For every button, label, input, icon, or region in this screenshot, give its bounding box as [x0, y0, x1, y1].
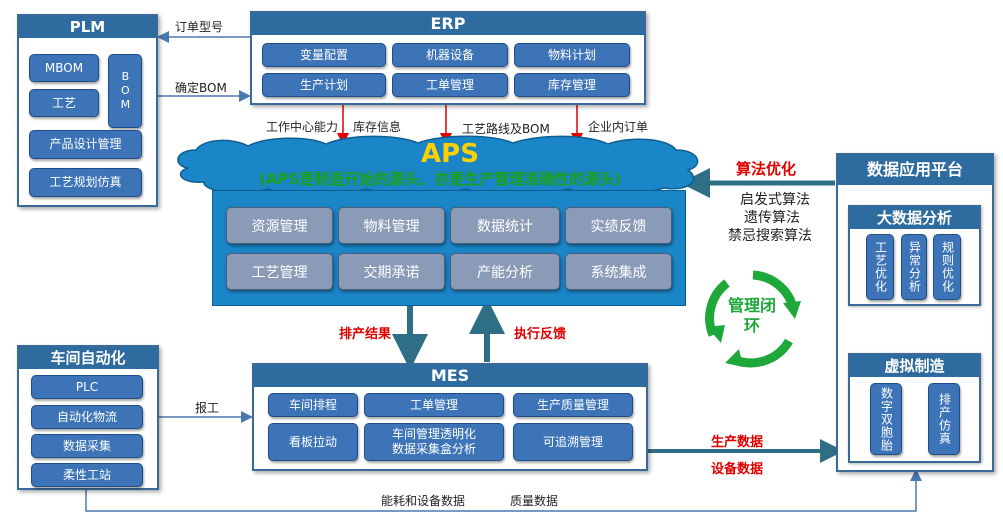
bigdata-box: 大数据分析 工艺优化 异常分析 规则优化	[848, 205, 981, 306]
mes-item-5[interactable]: 可追溯管理	[513, 423, 633, 461]
plm-mbom[interactable]: MBOM	[29, 54, 99, 82]
mes-item-0[interactable]: 车间排程	[268, 393, 358, 417]
plm-sim[interactable]: 工艺规划仿真	[29, 168, 142, 197]
label-order-model: 订单型号	[175, 20, 224, 34]
label-exec-feedback: 执行反馈	[514, 327, 567, 342]
label-routing: 工艺路线及BOM	[462, 122, 550, 136]
label-equip-data: 设备数据	[711, 462, 764, 477]
workshop-item-2[interactable]: 数据采集	[31, 434, 143, 458]
erp-title: ERP	[252, 13, 644, 35]
label-algo-opt: 算法优化	[736, 160, 797, 178]
aps-item-5[interactable]: 交期承诺	[338, 253, 445, 290]
erp-item-4[interactable]: 工单管理	[392, 73, 508, 97]
mes-item-4[interactable]: 车间管理透明化 数据采集盒分析	[364, 423, 504, 461]
aps-item-3[interactable]: 实绩反馈	[565, 207, 672, 244]
virtual-title: 虚拟制造	[850, 355, 979, 377]
bigdata-title: 大数据分析	[850, 207, 979, 229]
mes-item-2[interactable]: 生产质量管理	[513, 393, 633, 417]
plm-process[interactable]: 工艺	[29, 89, 99, 117]
bigdata-item-0[interactable]: 工艺优化	[866, 234, 894, 300]
erp-item-3[interactable]: 生产计划	[262, 73, 386, 97]
workshop-item-0[interactable]: PLC	[31, 375, 143, 399]
closed-loop-icon	[705, 270, 801, 368]
virtual-box: 虚拟制造 数字双胞胎 排产仿真	[848, 353, 981, 463]
erp-item-1[interactable]: 机器设备	[392, 43, 508, 67]
aps-subtitle: (APS是制造开始的源头、亦是生产管理准确性的源头)	[258, 170, 622, 188]
closed-loop-label: 管理闭环	[727, 296, 776, 335]
aps-item-6[interactable]: 产能分析	[450, 253, 560, 290]
label-confirm-bom: 确定BOM	[175, 81, 227, 95]
workshop-title: 车间自动化	[19, 347, 157, 369]
erp-item-0[interactable]: 变量配置	[262, 43, 386, 67]
workshop-panel: 车间自动化 PLC 自动化物流 数据采集 柔性工站	[17, 345, 159, 490]
plm-bom[interactable]: BOM	[108, 54, 142, 128]
label-work-center: 工作中心能力	[266, 120, 339, 134]
aps-item-4[interactable]: 工艺管理	[226, 253, 333, 290]
platform-panel: 数据应用平台 大数据分析 工艺优化 异常分析 规则优化 虚拟制造 数字双胞胎 排…	[836, 153, 994, 472]
aps-item-0[interactable]: 资源管理	[226, 207, 333, 244]
plm-design[interactable]: 产品设计管理	[29, 130, 142, 159]
label-report: 报工	[195, 401, 220, 415]
aps-title: APS	[421, 139, 479, 169]
mes-item-3[interactable]: 看板拉动	[268, 423, 358, 461]
virtual-item-0[interactable]: 数字双胞胎	[870, 383, 902, 455]
plm-title: PLM	[19, 16, 156, 38]
workshop-item-1[interactable]: 自动化物流	[31, 405, 143, 429]
bigdata-item-1[interactable]: 异常分析	[901, 234, 927, 300]
label-energy-data: 能耗和设备数据	[381, 494, 466, 508]
virtual-item-1[interactable]: 排产仿真	[928, 383, 960, 455]
erp-panel: ERP 变量配置 机器设备 物料计划 生产计划 工单管理 库存管理	[250, 11, 646, 105]
workshop-item-3[interactable]: 柔性工站	[31, 463, 143, 487]
label-algo3: 禁忌搜索算法	[728, 228, 812, 244]
mes-panel: MES 车间排程 工单管理 生产质量管理 看板拉动 车间管理透明化 数据采集盒分…	[252, 363, 648, 471]
erp-item-5[interactable]: 库存管理	[514, 73, 630, 97]
aps-item-7[interactable]: 系统集成	[565, 253, 672, 290]
label-internal-order: 企业内订单	[588, 120, 649, 134]
aps-item-2[interactable]: 数据统计	[450, 207, 560, 244]
bigdata-item-2[interactable]: 规则优化	[933, 234, 961, 300]
label-schedule-result: 排产结果	[339, 327, 392, 342]
label-algo1: 启发式算法	[740, 192, 810, 208]
label-algo2: 遗传算法	[744, 210, 800, 226]
plm-panel: PLM MBOM BOM 工艺 产品设计管理 工艺规划仿真	[17, 14, 158, 207]
aps-item-1[interactable]: 物料管理	[338, 207, 445, 244]
platform-title: 数据应用平台	[838, 155, 992, 185]
line-energy-quality	[85, 469, 922, 512]
mes-title: MES	[254, 365, 646, 387]
label-prod-data: 生产数据	[711, 435, 764, 450]
mes-item-1[interactable]: 工单管理	[364, 393, 504, 417]
label-quality-data: 质量数据	[510, 494, 559, 508]
erp-item-2[interactable]: 物料计划	[514, 43, 630, 67]
label-inventory: 库存信息	[353, 120, 402, 134]
